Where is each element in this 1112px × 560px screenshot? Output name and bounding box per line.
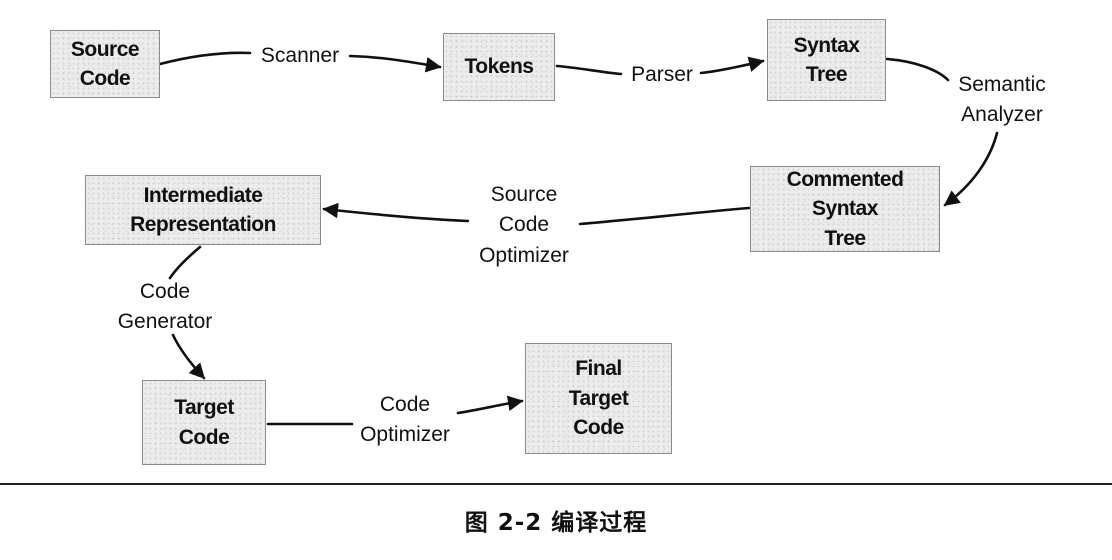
semantic-analyzer-label-line-1: Analyzer bbox=[961, 103, 1043, 126]
target-code-box: Target Code bbox=[142, 380, 266, 465]
tokens-label: Tokens bbox=[464, 55, 534, 79]
parser-line-0 bbox=[555, 64, 623, 76]
commented-syntax-tree-box: Commented Syntax Tree bbox=[750, 166, 940, 252]
scanner-arrow-1 bbox=[348, 54, 442, 73]
source-code-optimizer-line-0 bbox=[578, 206, 751, 226]
parser-arrow-1 bbox=[699, 56, 765, 75]
intermediate-representation-box: Intermediate Representation bbox=[85, 175, 321, 245]
source-code-optimizer-label-line-1: Code bbox=[499, 213, 549, 236]
semantic-analyzer-arrow-1 bbox=[943, 131, 999, 207]
semantic-analyzer-line-0 bbox=[885, 57, 950, 82]
final-target-code-label: Final Target Code bbox=[568, 357, 629, 440]
code-generator-label-line-1: Generator bbox=[118, 310, 213, 333]
figure-caption: 图 2-2 编译过程 bbox=[464, 510, 648, 536]
code-optimizer-arrow-1 bbox=[456, 395, 524, 415]
parser-edge: Parser bbox=[555, 56, 765, 86]
code-generator-arrow-1 bbox=[171, 333, 206, 380]
code-optimizer-label-line-0: Code bbox=[380, 393, 430, 416]
source-code-label: Source Code bbox=[70, 37, 140, 90]
scanner-label-line-0: Scanner bbox=[261, 44, 339, 67]
source-code-box: Source Code bbox=[50, 30, 160, 98]
semantic-analyzer-label-line-0: Semantic bbox=[958, 73, 1046, 96]
caption-divider bbox=[0, 483, 1112, 485]
syntax-tree-label: Syntax Tree bbox=[793, 33, 860, 86]
code-generator-label-line-0: Code bbox=[140, 280, 190, 303]
commented-syntax-tree-label: Commented Syntax Tree bbox=[786, 167, 904, 250]
code-generator-line-0 bbox=[168, 245, 202, 280]
source-code-optimizer-label-line-0: Source bbox=[491, 183, 558, 206]
source-code-optimizer-arrow-1 bbox=[322, 202, 470, 223]
scanner-edge: Scanner bbox=[158, 44, 442, 73]
code-optimizer-label-line-1: Optimizer bbox=[360, 423, 450, 446]
intermediate-representation-label: Intermediate Representation bbox=[130, 183, 276, 236]
target-code-label: Target Code bbox=[174, 396, 234, 449]
tokens-box: Tokens bbox=[443, 33, 555, 101]
source-code-optimizer-label-line-2: Optimizer bbox=[479, 244, 569, 267]
parser-label-line-0: Parser bbox=[631, 63, 693, 86]
final-target-code-box: Final Target Code bbox=[525, 343, 672, 454]
syntax-tree-box: Syntax Tree bbox=[767, 19, 886, 101]
scanner-line-0 bbox=[158, 51, 252, 66]
